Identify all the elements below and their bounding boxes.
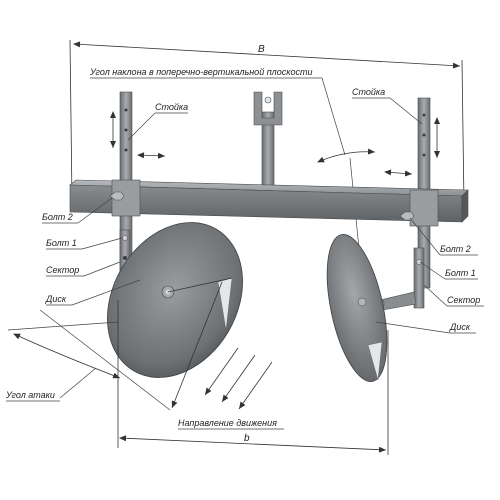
label-sector-left: Сектор: [46, 265, 79, 275]
attack-angle-annotation: Угол атаки: [5, 309, 171, 411]
attack-angle-arc: [13, 333, 121, 379]
attack-angle-leader: [59, 367, 97, 399]
label-bolt1-left: Болт 1: [46, 238, 77, 248]
dimension-label-b-upper: B: [258, 44, 265, 55]
label-post-left: Стойка: [155, 102, 188, 112]
attack-angle-label: Угол атаки: [5, 390, 55, 400]
dimension-overall-width: B: [69, 39, 465, 206]
labels-left: Стойка Болт 2 Болт 1 Сектор Диск: [42, 102, 188, 306]
left-disc-axis: [167, 277, 233, 293]
dimension-disc-spacing: b: [117, 300, 389, 455]
right-bolt-1-head: [416, 259, 422, 265]
right-disc-arm: [379, 291, 417, 311]
direction-arrows: Направление движения: [171, 281, 284, 430]
direction-label: Направление движения: [178, 418, 277, 428]
right-clamp: [371, 189, 439, 311]
label-bolt2-right: Болт 2: [440, 244, 471, 254]
dimension-line-b-lower: [119, 435, 387, 453]
left-post-horizontal-adjust-arrow: [137, 152, 166, 159]
main-crossbar: [69, 179, 469, 223]
right-post-horizontal-adjust-arrow: [384, 169, 413, 177]
dimension-line-b-upper: [73, 41, 461, 69]
central-hitch: [253, 91, 283, 203]
left-bolt-2-head: [109, 191, 125, 201]
extension-line-right: [461, 59, 465, 206]
dimension-label-b-lower: b: [244, 433, 250, 444]
direction-arrow-1: [204, 347, 239, 396]
direction-arrow-4: [171, 281, 223, 409]
left-bolt-1-head: [122, 235, 128, 241]
label-post-right: Стойка: [352, 87, 385, 97]
direction-arrow-3: [238, 361, 273, 410]
tilt-angle-leader: [321, 77, 346, 156]
left-clamp: [109, 179, 141, 291]
right-disc: [326, 234, 388, 382]
label-sector-right: Сектор: [447, 295, 480, 305]
label-bolt2-left: Болт 2: [42, 212, 73, 222]
right-bolt-2-head: [399, 211, 415, 221]
attack-angle-ray-1: [7, 321, 119, 331]
tilt-angle-arc: [317, 148, 376, 163]
tilt-angle-label: Угол наклона в поперечно-вертикальной пл…: [89, 67, 313, 77]
right-sector-plate: [413, 247, 425, 309]
label-disc-right: Диск: [449, 322, 471, 332]
left-disc: [107, 222, 243, 378]
label-bolt1-right: Болт 1: [445, 268, 476, 278]
label-disc-left: Диск: [45, 294, 67, 304]
labels-right: Стойка Болт 2 Болт 1 Сектор Диск: [352, 87, 484, 334]
extension-line-left: [69, 39, 73, 201]
direction-arrow-2: [221, 354, 256, 403]
